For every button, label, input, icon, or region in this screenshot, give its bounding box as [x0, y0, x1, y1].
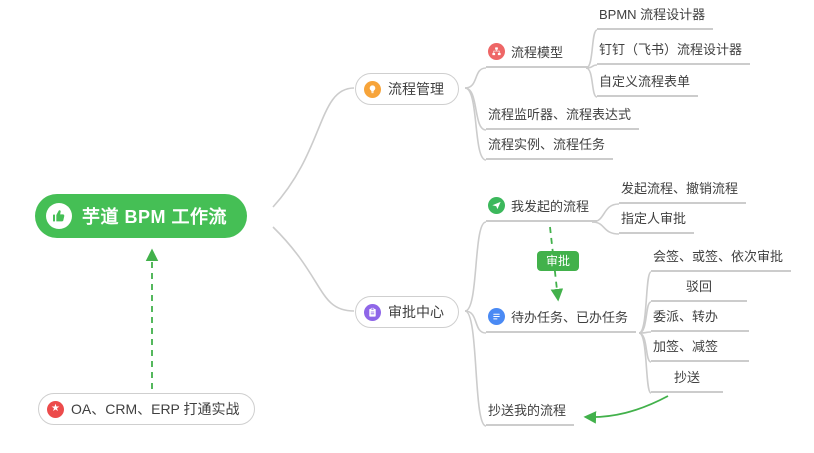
node-label: 加签、减签 — [653, 339, 719, 354]
node-label: 会签、或签、依次审批 — [653, 249, 784, 264]
node-initiate-cancel[interactable]: 发起流程、撤销流程 — [619, 178, 747, 204]
node-label: 流程监听器、流程表达式 — [488, 107, 632, 122]
task-list-icon — [488, 308, 505, 325]
node-delegate-transfer[interactable]: 委派、转办 — [651, 306, 749, 332]
node-label: 钉钉（飞书）流程设计器 — [599, 42, 743, 57]
node-todo-done[interactable]: 待办任务、已办任务 — [486, 307, 637, 333]
node-reject[interactable]: 驳回 — [651, 276, 747, 302]
node-label: 发起流程、撤销流程 — [621, 181, 739, 196]
node-label: 委派、转办 — [653, 309, 719, 324]
node-label: 抄送我的流程 — [488, 403, 567, 418]
node-instance-task[interactable]: 流程实例、流程任务 — [486, 134, 614, 160]
clipboard-icon — [364, 303, 381, 321]
node-label: 驳回 — [685, 279, 712, 294]
node-dingtalk-designer[interactable]: 钉钉（飞书）流程设计器 — [597, 39, 751, 65]
node-process-model[interactable]: 流程模型 — [486, 42, 588, 68]
node-label: BPMN 流程设计器 — [599, 7, 706, 22]
node-label: 审批中心 — [388, 304, 444, 320]
node-label: 待办任务、已办任务 — [511, 310, 629, 325]
node-label: 流程模型 — [511, 45, 564, 60]
node-cc-my-process[interactable]: 抄送我的流程 — [486, 400, 575, 426]
thumbs-up-icon — [46, 203, 72, 229]
node-addsign-removesign[interactable]: 加签、减签 — [651, 336, 749, 362]
node-label: 我发起的流程 — [511, 199, 590, 214]
node-label: OA、CRM、ERP 打通实战 — [71, 401, 240, 417]
node-oa-crm-erp[interactable]: ★ OA、CRM、ERP 打通实战 — [38, 393, 255, 425]
lightbulb-icon — [364, 80, 381, 98]
root-node[interactable]: 芋道 BPM 工作流 — [35, 194, 248, 238]
approval-badge[interactable]: 审批 — [537, 251, 580, 271]
node-countersign[interactable]: 会签、或签、依次审批 — [651, 246, 792, 272]
star-icon: ★ — [47, 400, 64, 418]
node-label: 流程实例、流程任务 — [488, 137, 606, 152]
node-cc[interactable]: 抄送 — [651, 367, 723, 393]
flow-model-icon — [488, 43, 505, 60]
node-label: 自定义流程表单 — [599, 74, 691, 89]
node-custom-form[interactable]: 自定义流程表单 — [597, 71, 699, 97]
send-icon — [488, 197, 505, 214]
node-approval-center[interactable]: 审批中心 — [355, 296, 459, 328]
node-bpmn-designer[interactable]: BPMN 流程设计器 — [597, 4, 714, 30]
badge-label: 审批 — [546, 254, 571, 268]
node-label: 抄送 — [673, 370, 700, 385]
root-label: 芋道 BPM 工作流 — [82, 207, 228, 227]
node-my-initiated[interactable]: 我发起的流程 — [486, 196, 598, 222]
node-process-management[interactable]: 流程管理 — [355, 73, 459, 105]
node-label: 流程管理 — [388, 81, 444, 97]
star-glyph: ★ — [51, 403, 60, 414]
node-assignee-approval[interactable]: 指定人审批 — [619, 208, 695, 234]
node-label: 指定人审批 — [621, 211, 687, 226]
node-listener-expression[interactable]: 流程监听器、流程表达式 — [486, 104, 640, 130]
